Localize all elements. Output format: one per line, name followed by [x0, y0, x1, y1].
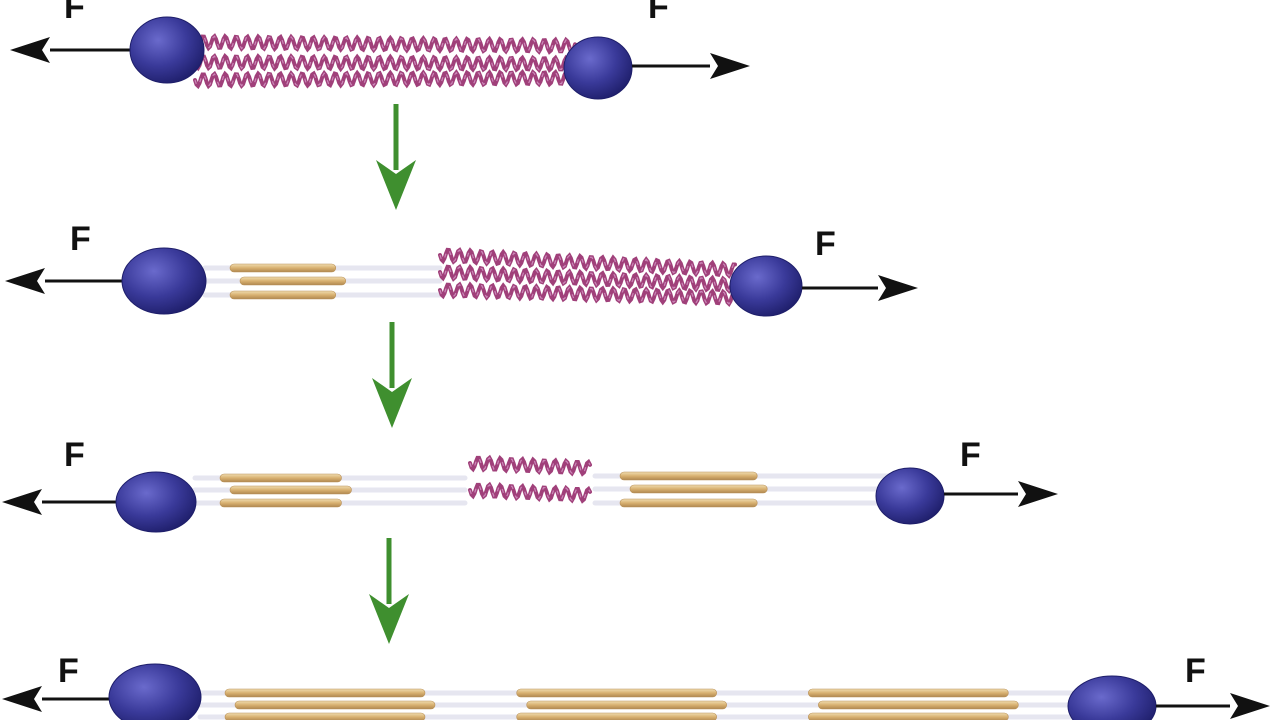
force-arrow-head — [710, 53, 750, 79]
stage-3: F F — [2, 436, 1058, 533]
stage-2-right-sphere — [729, 255, 803, 317]
stage-3-right-force-label: F — [960, 436, 981, 474]
transition-arrow-head — [369, 594, 409, 644]
terminal-bead — [729, 255, 803, 317]
alpha-helix-highlight — [439, 249, 735, 277]
extended-strand — [808, 712, 1009, 722]
force-arrow-head — [2, 489, 42, 515]
stage-1-left-force-label: F — [64, 0, 85, 26]
stage-3-unfolded-strands-right — [592, 471, 903, 508]
terminal-bead — [115, 471, 197, 533]
stage-4-right-force-label: F — [1185, 652, 1206, 690]
stage-2-left-force-label: F — [70, 220, 91, 258]
stage-4-left-force-label: F — [58, 652, 79, 690]
stage-2-helices — [438, 247, 737, 308]
stage-3-left-force-arrow — [2, 489, 118, 515]
extended-strand — [219, 498, 342, 508]
stage-1-left-sphere — [129, 16, 205, 84]
stage-1-left-force-arrow — [10, 37, 130, 63]
transition-arrow-head — [376, 160, 416, 210]
extended-strand — [219, 473, 342, 483]
alpha-helix-highlight — [194, 71, 576, 87]
stage-4-left-force-arrow — [2, 686, 110, 712]
alpha-helix-highlight — [469, 456, 591, 475]
stage-4: F F — [2, 652, 1270, 725]
alpha-helix — [438, 281, 737, 308]
terminal-bead — [121, 247, 207, 315]
stage-1: F F — [10, 0, 750, 100]
extended-strand — [808, 688, 1009, 698]
transition-arrow-3 — [369, 538, 409, 644]
stage-1-right-force-arrow — [632, 53, 750, 79]
stage-4-unfolded-strands — [197, 688, 1078, 722]
stage-2-unfolded-strands — [202, 263, 443, 300]
transition-arrow-head — [372, 378, 412, 428]
extended-strand — [516, 712, 717, 722]
extended-strand — [629, 484, 768, 494]
stage-4-right-sphere — [1067, 675, 1157, 725]
stage-4-left-sphere — [108, 663, 202, 725]
extended-strand — [619, 498, 758, 508]
terminal-bead — [1067, 675, 1157, 725]
force-arrow-head — [1230, 693, 1270, 719]
alpha-helix-highlight — [439, 283, 735, 305]
alpha-helix — [193, 68, 577, 90]
alpha-helix — [193, 52, 577, 74]
alpha-helix — [193, 33, 577, 56]
stage-2-right-force-label: F — [815, 225, 836, 263]
extended-strand — [229, 263, 337, 273]
extended-strand — [229, 485, 352, 495]
extended-strand — [229, 290, 337, 300]
alpha-helix-highlight — [439, 266, 735, 292]
alpha-helix-highlight — [194, 35, 576, 53]
force-arrow-head — [878, 275, 918, 301]
stage-1-right-sphere — [563, 36, 633, 100]
stage-1-right-force-label: F — [648, 0, 669, 26]
extended-strand — [516, 688, 717, 698]
transition-arrow-2 — [372, 322, 412, 428]
force-arrow-head — [2, 686, 42, 712]
force-arrow-head — [5, 268, 45, 294]
extended-strand — [619, 471, 758, 481]
stage-3-unfolded-strands-left — [192, 473, 468, 508]
transition-arrow-1 — [376, 104, 416, 210]
alpha-helix-highlight — [469, 483, 591, 502]
stage-3-right-force-arrow — [944, 481, 1058, 507]
stage-3-left-force-label: F — [64, 436, 85, 474]
extended-strand — [818, 700, 1019, 710]
stage-2-left-force-arrow — [5, 268, 124, 294]
terminal-bead — [875, 467, 945, 525]
force-arrow-head — [1018, 481, 1058, 507]
terminal-bead — [563, 36, 633, 100]
stage-3-helices — [468, 454, 592, 504]
extended-strand — [526, 700, 727, 710]
extended-strand — [234, 700, 436, 710]
extended-strand — [224, 688, 426, 698]
stage-3-right-sphere — [875, 467, 945, 525]
terminal-bead — [129, 16, 205, 84]
terminal-bead — [108, 663, 202, 725]
stage-2-left-sphere — [121, 247, 207, 315]
extended-strand — [224, 712, 426, 722]
stage-2: F F — [5, 220, 918, 317]
stage-4-right-force-arrow — [1156, 693, 1270, 719]
stage-3-left-sphere — [115, 471, 197, 533]
force-arrow-head — [10, 37, 50, 63]
stage-2-right-force-arrow — [802, 275, 918, 301]
extended-strand — [239, 276, 347, 286]
alpha-helix-highlight — [194, 55, 576, 71]
stage-1-helices — [193, 33, 577, 90]
